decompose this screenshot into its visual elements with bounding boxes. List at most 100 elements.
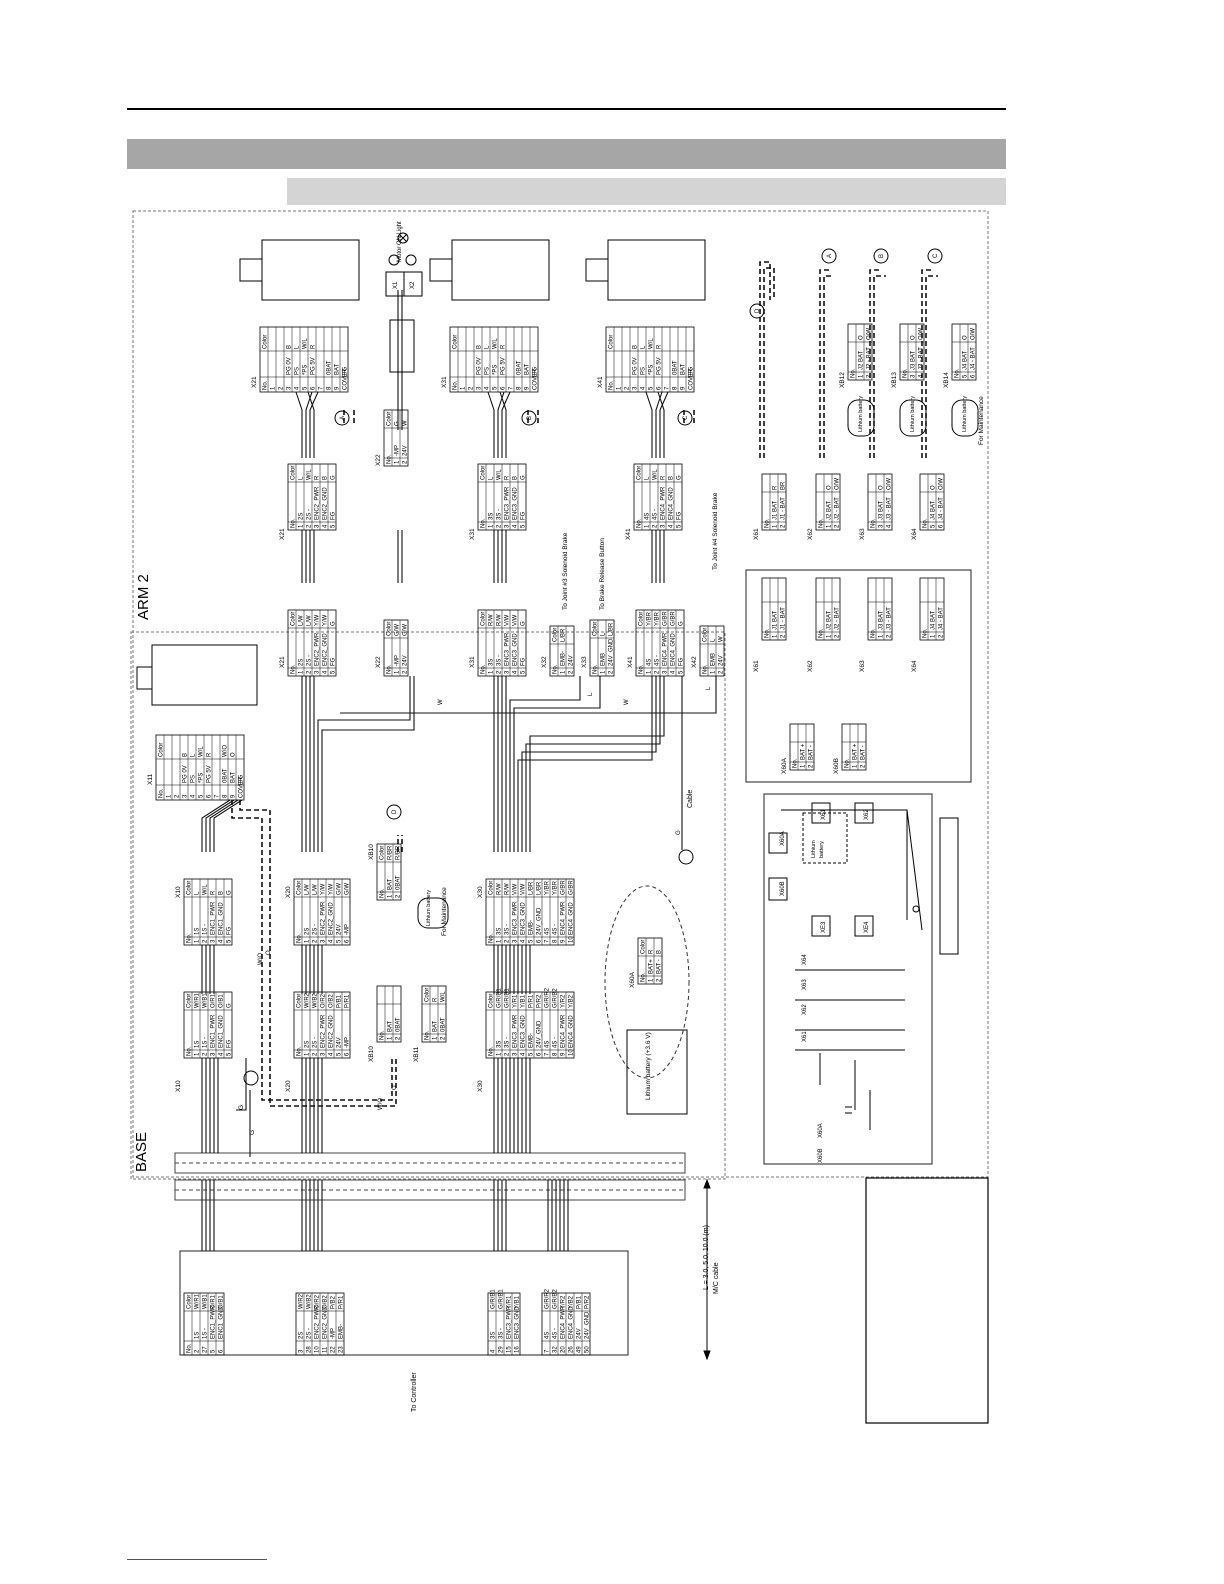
table-cell: Y/B1 — [521, 994, 527, 1008]
switch-x60a-label: X60A — [818, 1123, 824, 1138]
table-cell: O — [827, 485, 833, 490]
table-cell: G/BR — [569, 880, 575, 895]
table-cell: 5 — [649, 386, 655, 390]
table-cell: R — [433, 997, 439, 1002]
table-cell: No. — [765, 628, 771, 638]
table-cell: W/R2 — [299, 1293, 305, 1309]
panel-xe3-label: XE3 — [821, 921, 827, 933]
table-cell: 6 — [971, 374, 977, 378]
table-cell: -MP — [345, 1037, 351, 1048]
footer-link-underline[interactable] — [127, 1559, 267, 1560]
table-cell: 2 — [719, 670, 725, 674]
ground-g-label-2: G — [249, 1130, 256, 1135]
connector-label: XB14 — [943, 372, 950, 388]
table-cell: 0BAT — [673, 360, 679, 375]
table-cell: 2 — [887, 634, 893, 638]
table-cell: 2 — [939, 634, 945, 638]
mc-cable-label: M/C cable — [713, 1262, 720, 1294]
table-cell: 5 — [331, 524, 337, 528]
table-cell: 4 — [323, 524, 329, 528]
table-cell: 24V — [337, 924, 343, 935]
table-cell: 6 — [311, 386, 317, 390]
table-cell: P/R2 — [537, 994, 543, 1008]
table-cell: 1 — [497, 1052, 503, 1056]
table-cell: 3S — [497, 1041, 503, 1048]
table-cell: 24V — [719, 655, 725, 666]
table-cell: J3 BAT — [911, 350, 917, 370]
table-cell: 3 — [513, 1052, 519, 1056]
table-cell: 5 — [521, 670, 527, 674]
table-cell: 1 — [859, 374, 865, 378]
table-cell: PS — [485, 367, 491, 375]
table-cell: P/B1 — [577, 1295, 583, 1309]
panel-x60b-label: X60B — [780, 881, 786, 896]
table-cell: 29 — [499, 1346, 505, 1353]
table-cell: Y/R2 — [561, 1295, 567, 1309]
table-cell: W — [403, 420, 409, 426]
table-cell: R — [773, 485, 779, 490]
table-cell: ENC4_GND — [569, 902, 575, 935]
base-region — [130, 631, 726, 1180]
table-cell: Y/W — [315, 614, 321, 626]
connector-label: XB12 — [839, 372, 846, 388]
table-cell: ENC3_GND — [521, 902, 527, 935]
wire-wo-label: W/O — [258, 953, 264, 965]
table-cell: No. — [955, 368, 961, 378]
table-cell: ENC2_PWR — [315, 486, 321, 520]
table-cell: 5 — [199, 794, 205, 798]
table-cell: L — [601, 632, 607, 636]
connector-label: X61 — [753, 660, 760, 672]
lithium-battery-label-base: Lithium battery — [426, 890, 432, 926]
table-cell: L — [295, 345, 301, 349]
table-cell: 8 — [517, 386, 523, 390]
table-cell: 1 — [827, 634, 833, 638]
table-cell: ENC2_GND — [329, 902, 335, 935]
table-cell: 4S - — [553, 924, 559, 935]
table-cell: G — [677, 475, 683, 480]
table-cell: 3 — [513, 939, 519, 943]
table-cell: No. — [481, 518, 487, 528]
table-cell: Color — [387, 622, 393, 636]
marker-label: C — [933, 253, 939, 258]
table-cell: J1 - BAT — [781, 497, 787, 520]
table-cell: 10 — [569, 936, 575, 943]
table-cell: R — [649, 949, 655, 954]
table-cell: No. — [187, 933, 193, 943]
table-cell: 3 — [661, 524, 667, 528]
base-label: BASE — [133, 1132, 150, 1172]
table-cell: R — [311, 344, 317, 349]
table-cell: J2 BAT — [827, 610, 833, 630]
table-cell: Y/BR — [655, 611, 661, 626]
table-cell: 1S — [195, 1041, 201, 1048]
table-cell: ENC3_PWR — [513, 1014, 519, 1048]
table-cell: Color — [553, 628, 559, 642]
table-cell: W/O — [223, 745, 229, 757]
table-cell: R/W — [497, 883, 503, 895]
table-cell: W/L — [199, 746, 205, 757]
table-cell: 5 — [529, 939, 535, 943]
table-cell: 1 — [489, 524, 495, 528]
table-cell: No. — [923, 518, 929, 528]
table-cell: 8 — [223, 794, 229, 798]
table-cell: 20 — [561, 1346, 567, 1353]
wire-w-label-2: W — [624, 699, 630, 705]
wire-o-label-2: O — [392, 1085, 398, 1090]
table-cell: FG — [331, 511, 337, 520]
table-cell: J3 BAT — [879, 610, 885, 630]
table-cell: Color — [703, 628, 709, 642]
table-cell: 5 — [211, 1349, 217, 1353]
table-cell: 1 — [853, 764, 859, 768]
table-cell: 2S - — [313, 1037, 319, 1048]
table-cell: ENC1_GND — [219, 1015, 225, 1048]
table-cell: 4S — [545, 1332, 551, 1339]
table-cell: 1 — [561, 670, 567, 674]
table-cell: EMB- — [529, 920, 535, 935]
